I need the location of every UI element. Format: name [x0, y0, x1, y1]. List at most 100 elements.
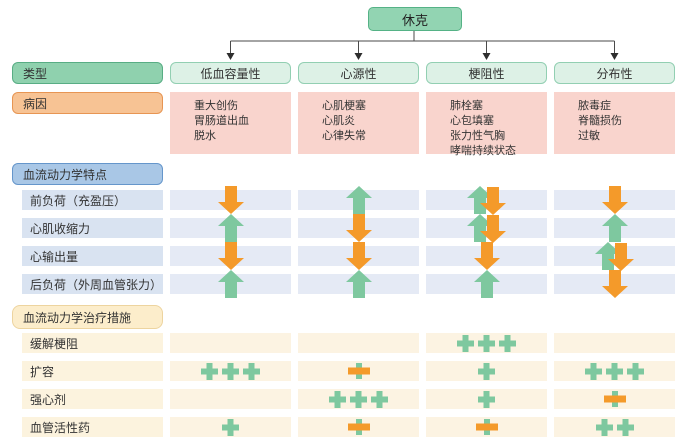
hemodynamic-row-value-cell: [554, 186, 675, 214]
treatment-row-value-cell: [554, 389, 675, 409]
hemodynamic-row-value-cell: [170, 186, 291, 214]
treatment-row-label: 缓解梗阻: [22, 333, 163, 353]
treatment-row-value-cell: [170, 361, 291, 381]
etiology-item: 胃肠道出血: [194, 115, 249, 127]
column-header-obstructive: 梗阻性: [426, 62, 547, 84]
column-header-distributive: 分布性: [554, 62, 675, 84]
plus-icon: [499, 334, 516, 352]
treatment-row-value-cell: [170, 333, 291, 353]
etiology-cell: 心肌梗塞心肌炎心律失常: [298, 92, 419, 154]
arrow-down-icon: [473, 242, 500, 270]
etiology-item: 张力性气胸: [450, 130, 505, 142]
plus-icon: [478, 334, 495, 352]
etiology-cell: 肺栓塞心包填塞张力性气胸哮喘持续状态: [426, 92, 547, 157]
arrow-down-icon: [217, 242, 244, 270]
plus-icon: [222, 362, 239, 380]
etiology-item: 心律失常: [322, 130, 366, 142]
treatment-row-value-cell: [298, 389, 419, 409]
root-node-shock: 休克: [368, 7, 462, 31]
hemodynamic-row-label: 心输出量: [22, 246, 163, 266]
hemodynamic-row-value-cell: [426, 242, 547, 270]
column-header-cardiogenic: 心源性: [298, 62, 419, 84]
etiology-item: 肺栓塞: [450, 100, 483, 112]
flowchart-header: 休克: [0, 0, 692, 60]
column-header-hypovolemic: 低血容量性: [170, 62, 291, 84]
hemodynamic-row-value-cell: [426, 214, 547, 243]
arrow-up-icon: [217, 214, 244, 242]
plus-icon: [478, 362, 495, 380]
treatment-row-label: 扩容: [22, 361, 163, 381]
etiology-item: 脓毒症: [578, 100, 611, 112]
treatment-row: 强心剂: [0, 389, 692, 409]
hemodynamic-row-value-cell: [170, 214, 291, 242]
plus-icon: [371, 390, 388, 408]
plus-icon: [606, 362, 623, 380]
arrow-up-icon: [345, 186, 372, 214]
treatment-section-row: 血流动力学治疗措施: [0, 305, 692, 329]
etiology-cell: 重大创伤胃肠道出血脱水: [170, 92, 291, 154]
plus-icon: [222, 418, 239, 436]
arrow-down-icon: [217, 186, 244, 214]
hemodynamic-row-value-cell: [170, 242, 291, 270]
treatment-row: 血管活性药: [0, 417, 692, 437]
etiology-cell: 脓毒症脊髓损伤过敏: [554, 92, 675, 154]
plus-icon: [329, 390, 346, 408]
section-header-hemodynamics: 血流动力学特点: [12, 163, 163, 185]
plus-icon: [627, 362, 644, 380]
treatment-row-value-cell: [554, 417, 675, 437]
hemodynamic-row-value-cell: [554, 270, 675, 298]
arrow-up-down-icon: [466, 214, 506, 243]
treatment-row-value-cell: [554, 333, 675, 353]
treatment-row-value-cell: [426, 333, 547, 353]
arrow-down-icon: [345, 214, 372, 242]
arrow-down-icon: [601, 270, 628, 298]
plus-minus-icon: [603, 391, 626, 407]
plus-icon: [478, 390, 495, 408]
row-header-type: 类型: [12, 62, 163, 84]
plus-icon: [616, 418, 634, 436]
hemodynamic-row-value-cell: [426, 186, 547, 215]
treatment-row-value-cell: [298, 333, 419, 353]
treatment-row-value-cell: [170, 417, 291, 437]
treatment-row-label: 强心剂: [22, 389, 163, 409]
hemodynamic-row-value-cell: [298, 214, 419, 242]
hemodynamic-row-value-cell: [170, 270, 291, 298]
treatment-row: 扩容: [0, 361, 692, 381]
treatment-row: 缓解梗阻: [0, 333, 692, 353]
arrow-up-icon: [601, 214, 628, 242]
hemodynamic-row-value-cell: [426, 270, 547, 298]
type-row: 类型 低血容量性 心源性 梗阻性 分布性: [0, 62, 692, 84]
hemodynamic-row-value-cell: [298, 186, 419, 214]
treatment-rows: 缓解梗阻扩容强心剂血管活性药: [0, 333, 692, 437]
etiology-item: 过敏: [578, 130, 600, 142]
etiology-item: 脊髓损伤: [578, 115, 622, 127]
etiology-row: 病因 重大创伤胃肠道出血脱水 心肌梗塞心肌炎心律失常 肺栓塞心包填塞张力性气胸哮…: [0, 92, 692, 157]
etiology-item: 哮喘持续状态: [450, 145, 516, 157]
hemodynamic-row-value-cell: [298, 242, 419, 270]
arrow-up-down-icon: [466, 186, 506, 215]
hemodynamic-row-value-cell: [554, 242, 675, 271]
etiology-item: 心包填塞: [450, 115, 494, 127]
hemodynamic-row: 心输出量: [0, 242, 692, 271]
treatment-row-value-cell: [426, 417, 547, 437]
plus-icon: [350, 390, 367, 408]
hemodynamic-row-label: 后负荷（外周血管张力）: [22, 274, 163, 294]
hemodynamic-row-label: 前负荷（充盈压）: [22, 190, 163, 210]
plus-icon: [457, 334, 474, 352]
hemodynamic-row-value-cell: [554, 214, 675, 242]
plus-minus-icon: [475, 419, 498, 435]
etiology-item: 心肌梗塞: [322, 100, 366, 112]
treatment-row-label: 血管活性药: [22, 417, 163, 437]
root-node-label: 休克: [401, 12, 428, 28]
treatment-row-value-cell: [554, 361, 675, 381]
arrow-up-down-icon: [594, 242, 634, 271]
treatment-row-value-cell: [298, 361, 419, 381]
etiology-item: 重大创伤: [194, 100, 238, 112]
hemodynamic-row: 前负荷（充盈压）: [0, 186, 692, 215]
plus-minus-icon: [347, 363, 370, 379]
arrow-down-icon: [345, 242, 372, 270]
hemodynamic-row-value-cell: [298, 270, 419, 298]
plus-icon: [201, 362, 218, 380]
treatment-row-value-cell: [426, 389, 547, 409]
